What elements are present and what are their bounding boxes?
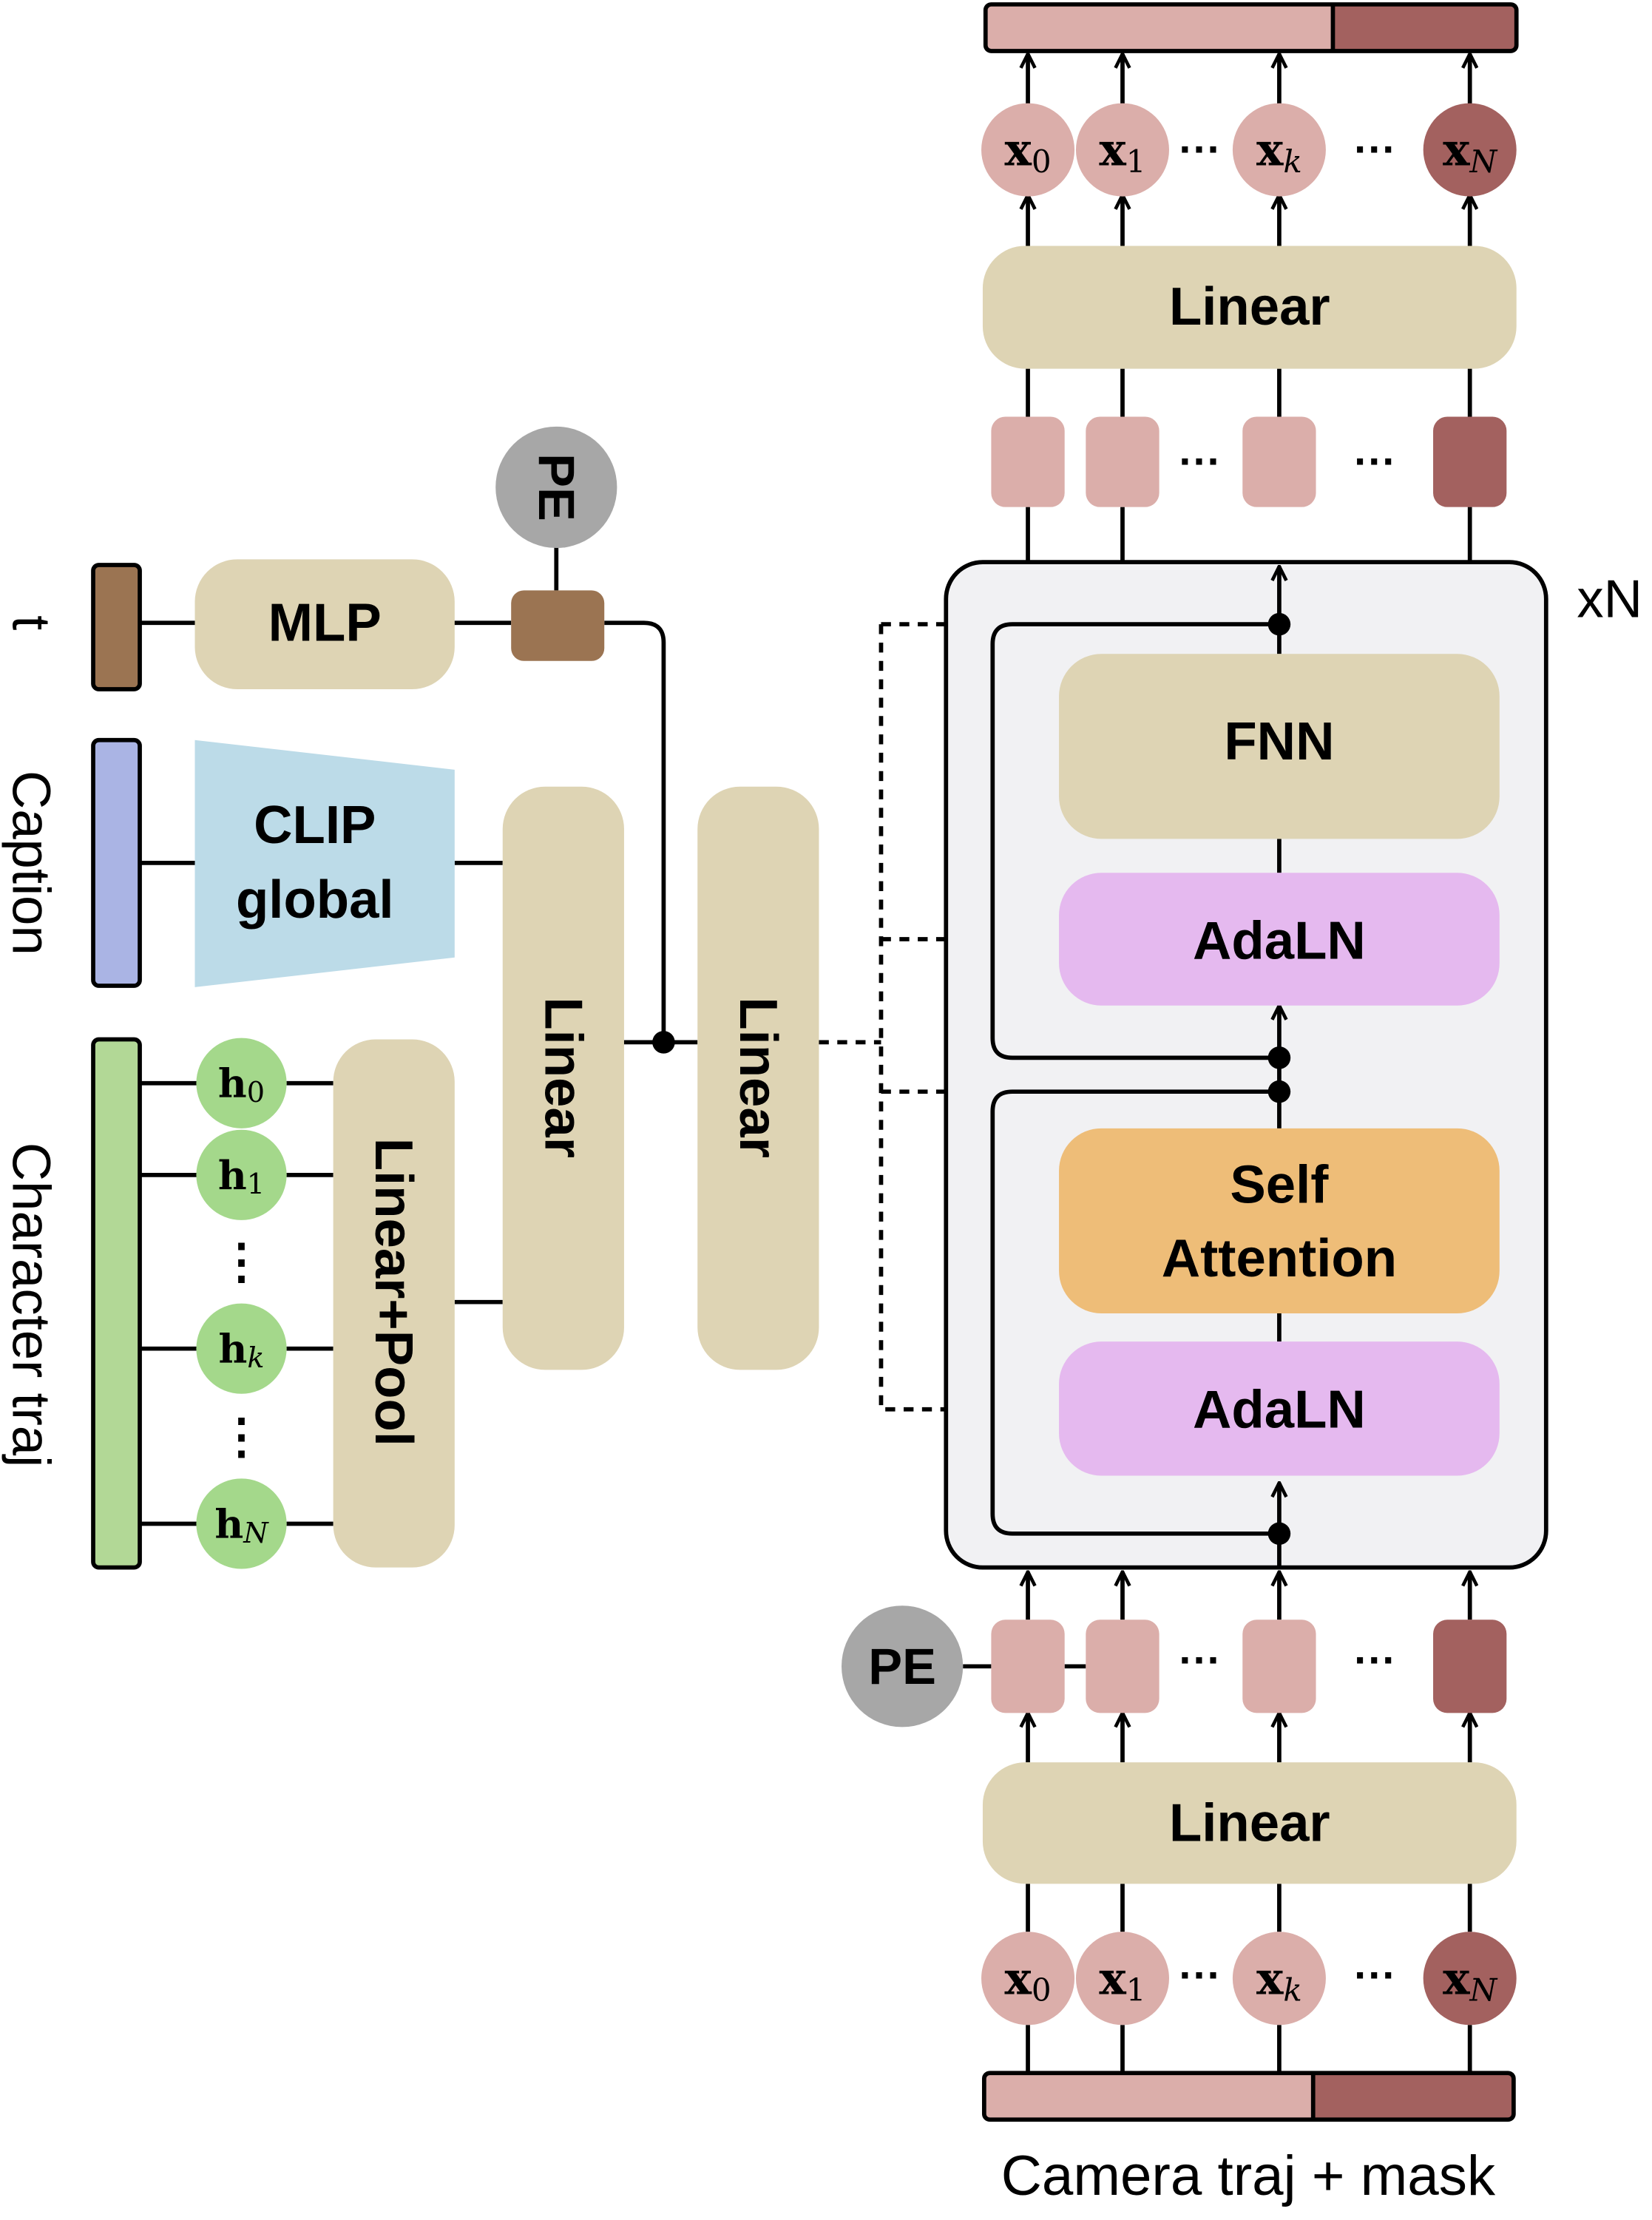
fnn-label: FNN	[1224, 711, 1334, 771]
clip-label-line2: global	[236, 870, 394, 930]
junction-dot	[652, 1031, 675, 1054]
pe-top-label: PE	[528, 453, 585, 521]
embedded-input-ellipsis-1: ···	[1179, 1637, 1221, 1685]
input-x-ellipsis-2: ···	[1354, 1952, 1396, 1999]
input-x-token-n: xN	[1423, 1932, 1517, 2026]
linear-bottom-label: Linear	[1169, 1793, 1330, 1853]
residual-junction-dots	[1267, 612, 1291, 1546]
svg-text:h1: h1	[218, 1151, 265, 1201]
pe-bottom-label: PE	[868, 1638, 936, 1695]
linear-pool-block	[333, 1039, 455, 1568]
linear-cond-1-block	[502, 786, 624, 1370]
camera-traj-label: Camera traj + mask	[1001, 2145, 1496, 2207]
input-x-token-0: x0	[981, 1932, 1075, 2026]
adaln-bottom-block	[1059, 1341, 1500, 1476]
linear-top-label: Linear	[1169, 277, 1330, 336]
svg-text:xN: xN	[1443, 123, 1497, 179]
svg-text:xN: xN	[1443, 1952, 1497, 2008]
svg-text:h0: h0	[218, 1060, 265, 1109]
adaln-top-label: AdaLN	[1193, 910, 1366, 970]
pe-bottom-circle	[842, 1605, 964, 1727]
output-sequence-bar	[983, 2, 1519, 53]
output-x-token-1: x1	[1075, 103, 1169, 197]
svg-text:x1: x1	[1099, 123, 1145, 179]
output-x-token-k: xk	[1232, 103, 1326, 197]
output-x-token-0: x0	[981, 103, 1075, 197]
clip-label-line1: CLIP	[254, 795, 376, 855]
t-input-bar	[91, 563, 142, 691]
linear-cond-2-block	[697, 786, 819, 1370]
adaln-bottom-label: AdaLN	[1193, 1379, 1366, 1439]
h-vertical-ellipsis-1: ⋮	[217, 1234, 265, 1288]
input-x-token-1: x1	[1075, 1932, 1169, 2026]
input-x-token-k: xk	[1232, 1932, 1326, 2026]
h-token-0: h0	[196, 1038, 287, 1128]
linear-bottom-block	[982, 1762, 1517, 1884]
conditioning-wires	[140, 546, 698, 1526]
camera-traj-input-bar	[981, 2071, 1516, 2122]
svg-text:x1: x1	[1099, 1952, 1145, 2008]
clip-global-block	[194, 740, 455, 987]
fnn-block	[1059, 654, 1500, 839]
pe-top-circle	[495, 426, 617, 549]
h-token-k: hk	[196, 1303, 287, 1394]
svg-text:x0: x0	[1004, 1952, 1051, 2008]
hidden-output-ellipsis-1: ···	[1179, 439, 1221, 486]
mlp-label: MLP	[268, 593, 382, 653]
character-traj-input-bar	[91, 1037, 142, 1570]
input-flow-wires	[963, 1571, 1469, 2074]
mlp-block	[194, 559, 455, 689]
output-flow-wires	[1028, 54, 1470, 563]
self-attention-label-line2: Attention	[1162, 1228, 1397, 1288]
linear-top-block	[982, 246, 1517, 369]
embedded-input-ellipsis-2: ···	[1354, 1637, 1396, 1685]
svg-text:x0: x0	[1004, 123, 1051, 179]
self-attention-label-line1: Self	[1230, 1155, 1329, 1215]
caption-input-bar	[91, 737, 142, 988]
output-x-ellipsis-1: ···	[1179, 126, 1221, 174]
timestep-token	[511, 590, 605, 661]
svg-text:xk: xk	[1256, 1952, 1302, 2008]
linear-cond-2-label: Linear	[728, 997, 788, 1158]
character-traj-label: Character traj	[1, 1143, 61, 1467]
svg-text:xk: xk	[1256, 123, 1302, 179]
output-x-ellipsis-2: ···	[1354, 126, 1396, 174]
output-x-token-n: xN	[1423, 103, 1517, 197]
linear-pool-label: Linear+Pool	[364, 1138, 424, 1446]
hidden-output-ellipsis-2: ···	[1354, 439, 1396, 486]
conditioning-branch: t Caption Character traj MLP PE CLIP glo…	[1, 426, 819, 1570]
caption-label: Caption	[1, 771, 61, 955]
residual-connections	[990, 622, 1279, 1536]
input-x-ellipsis-1: ···	[1179, 1952, 1221, 1999]
svg-text:hN: hN	[214, 1500, 269, 1550]
svg-text:hk: hk	[218, 1325, 264, 1375]
t-label: t	[1, 615, 61, 630]
adaln-top-block	[1059, 873, 1500, 1006]
hidden-output-tokens	[991, 416, 1507, 507]
h-token-1: h1	[196, 1129, 287, 1220]
linear-cond-1-label: Linear	[533, 997, 593, 1158]
h-token-n: hN	[196, 1478, 287, 1569]
self-attention-block	[1059, 1128, 1500, 1313]
h-vertical-ellipsis-2: ⋮	[217, 1410, 265, 1463]
repeat-label: xN	[1577, 569, 1642, 629]
embedded-input-tokens	[991, 1620, 1507, 1713]
